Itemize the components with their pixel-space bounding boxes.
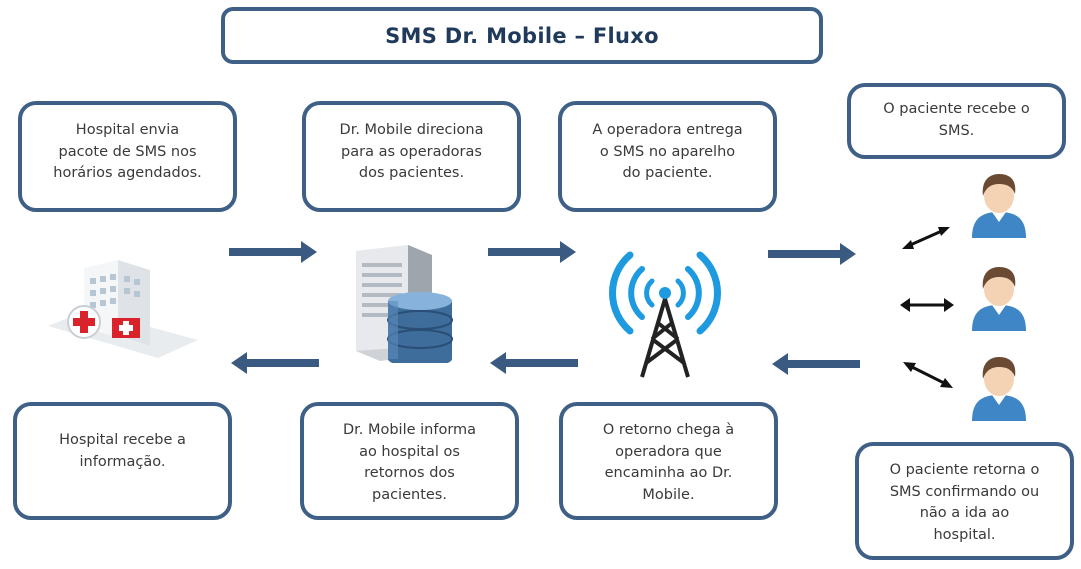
double-arrow-icon xyxy=(903,362,953,388)
arrow-right-icon xyxy=(229,241,317,263)
step-box-return-operator: O retorno chega à operadora que encaminh… xyxy=(559,402,778,520)
step-box-drmobile-routes: Dr. Mobile direciona para as operadoras … xyxy=(302,101,521,212)
step-text: O paciente recebe o SMS. xyxy=(883,101,1030,139)
step-box-patient-replies: O paciente retorna o SMS confirmando ou … xyxy=(855,442,1074,560)
double-arrow-icon xyxy=(902,227,950,249)
patient-icon xyxy=(972,357,1026,421)
step-text: A operadora entrega o SMS no aparelho do… xyxy=(592,122,743,181)
double-arrow-icon xyxy=(900,298,954,312)
patient-icon xyxy=(972,174,1026,238)
hospital-icon xyxy=(48,260,198,358)
arrow-left-icon xyxy=(490,352,578,374)
step-text: Hospital envia pacote de SMS nos horário… xyxy=(53,122,202,181)
step-box-hospital-sends: Hospital envia pacote de SMS nos horário… xyxy=(18,101,237,212)
diagram-title: SMS Dr. Mobile – Fluxo xyxy=(385,23,659,48)
patient-icon xyxy=(972,267,1026,331)
arrow-left-icon xyxy=(231,352,319,374)
step-box-drmobile-informs: Dr. Mobile informa ao hospital os retorn… xyxy=(300,402,519,520)
server-database-icon xyxy=(356,245,453,363)
step-text: Dr. Mobile direciona para as operadoras … xyxy=(339,122,484,181)
step-text: Hospital recebe a informação. xyxy=(59,432,186,470)
step-box-patient-receives: O paciente recebe o SMS. xyxy=(847,83,1066,159)
step-text: O paciente retorna o SMS confirmando ou … xyxy=(889,462,1040,543)
step-box-operator-delivers: A operadora entrega o SMS no aparelho do… xyxy=(558,101,777,212)
title-box: SMS Dr. Mobile – Fluxo xyxy=(221,7,823,64)
arrow-left-icon xyxy=(772,353,860,375)
step-text: Dr. Mobile informa ao hospital os retorn… xyxy=(342,422,477,503)
step-text: O retorno chega à operadora que encaminh… xyxy=(602,422,735,503)
arrow-right-icon xyxy=(488,241,576,263)
arrow-right-icon xyxy=(768,243,856,265)
step-box-hospital-receives: Hospital recebe a informação. xyxy=(13,402,232,520)
antenna-tower-icon xyxy=(609,251,721,378)
